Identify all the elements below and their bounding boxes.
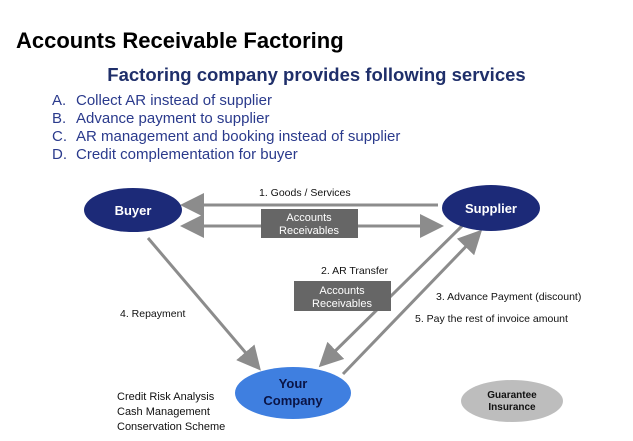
service-text: Collect AR instead of supplier	[76, 92, 272, 109]
pay-rest-label: 5. Pay the rest of invoice amount	[415, 313, 568, 325]
company-node	[235, 367, 351, 419]
company-service-item: Cash Management	[117, 406, 210, 418]
guarantee-node	[461, 380, 563, 422]
service-text: Advance payment to supplier	[76, 110, 270, 127]
guarantee-label-line2: Insurance	[488, 402, 536, 413]
ar-box-mid	[294, 281, 391, 311]
service-item: D. Credit complementation for buyer	[52, 146, 400, 164]
services-list: A. Collect AR instead of supplier B. Advan…	[52, 92, 400, 164]
ar-box-top-line1: Accounts	[286, 212, 332, 224]
company-service-item: Conservation Scheme	[117, 421, 226, 433]
goods-label: 1. Goods / Services	[259, 187, 351, 199]
company-label-line1: Your	[279, 376, 308, 391]
guarantee-label-line1: Guarantee	[487, 390, 537, 401]
company-services-list: Credit Risk Analysis Cash Management Con…	[117, 390, 225, 435]
ar-transfer-label: 2. AR Transfer	[321, 265, 389, 277]
company-service-item: Credit Risk Analysis	[117, 391, 215, 403]
supplier-node	[442, 185, 540, 231]
payment-arrow	[341, 229, 483, 376]
repayment-arrow	[146, 237, 261, 371]
service-letter: C.	[52, 128, 67, 145]
service-letter: B.	[52, 110, 67, 127]
ar-box-mid-line1: Accounts	[319, 285, 365, 297]
repayment-label: 4. Repayment	[120, 308, 185, 320]
buyer-label: Buyer	[115, 203, 152, 218]
ar-box-top	[261, 209, 358, 238]
ar-transfer-arrow	[318, 222, 466, 368]
service-item: A. Collect AR instead of supplier	[52, 92, 400, 110]
page-title: Accounts Receivable Factoring	[16, 28, 344, 53]
service-letter: D.	[52, 146, 67, 163]
supplier-label: Supplier	[465, 201, 517, 216]
buyer-node	[84, 188, 182, 232]
service-text: AR management and booking instead of sup…	[76, 128, 401, 145]
service-letter: A.	[52, 92, 67, 109]
ar-box-mid-line2: Receivables	[312, 298, 372, 310]
page-subtitle: Factoring company provides following ser…	[107, 64, 526, 85]
service-item: C. AR management and booking instead of s…	[52, 128, 400, 146]
service-text: Credit complementation for buyer	[76, 146, 298, 163]
company-label-line2: Company	[263, 393, 323, 408]
advance-payment-label: 3. Advance Payment (discount)	[436, 291, 581, 303]
ar-box-top-line2: Receivables	[279, 225, 339, 237]
service-item: B. Advance payment to supplier	[52, 110, 400, 128]
